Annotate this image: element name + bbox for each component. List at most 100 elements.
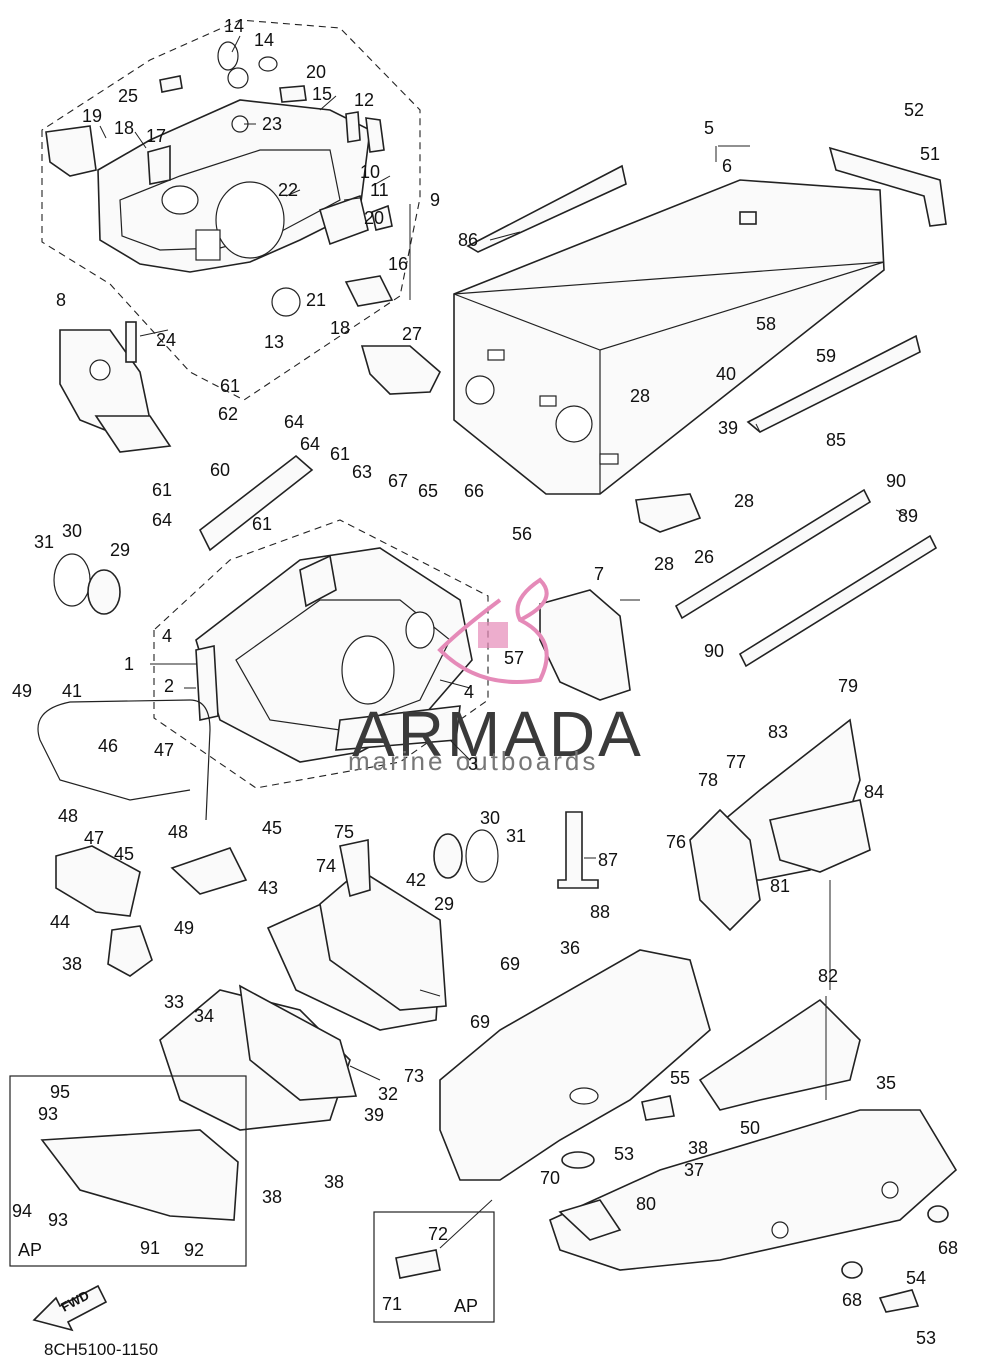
- callout-24: 24: [156, 330, 176, 350]
- callout-72: 72: [428, 1224, 448, 1244]
- callout-47: 47: [84, 828, 104, 848]
- callout-28: 28: [734, 491, 754, 511]
- callout-9: 9: [430, 190, 440, 210]
- callout-57: 57: [504, 648, 524, 668]
- strip-85-part: [746, 334, 921, 433]
- bracket-55-part: [641, 1095, 675, 1121]
- bracket-71-part: [395, 1249, 441, 1279]
- callout-6: 6: [722, 156, 732, 176]
- callout-88: 88: [590, 902, 610, 922]
- callout-32: 32: [378, 1084, 398, 1104]
- callout-84: 84: [864, 782, 884, 802]
- callout-38: 38: [324, 1172, 344, 1192]
- callout-3: 3: [468, 754, 478, 774]
- panel-91-part: [40, 1129, 239, 1221]
- callout-14: 14: [224, 16, 244, 36]
- callout-69: 69: [500, 954, 520, 974]
- callout-69: 69: [470, 1012, 490, 1032]
- callout-61: 61: [252, 514, 272, 534]
- callout-87: 87: [598, 850, 618, 870]
- leader-lines: [99, 35, 907, 1249]
- callout-20: 20: [364, 208, 384, 228]
- watermark-swirl-icon: [437, 577, 549, 684]
- callout-63: 63: [352, 462, 372, 482]
- cover-76-84-part: [689, 718, 871, 932]
- callout-70: 70: [540, 1168, 560, 1188]
- panel-73-75-part: [266, 839, 447, 1031]
- callout-23: 23: [262, 114, 282, 134]
- bracket-54-part: [878, 1289, 920, 1313]
- callout-64: 64: [300, 434, 320, 454]
- callout-29: 29: [110, 540, 130, 560]
- callout-52: 52: [904, 100, 924, 120]
- callout-12: 12: [354, 90, 374, 110]
- watermark: ARMADA marine outboards: [348, 577, 644, 776]
- drawing-code: 8CH5100-1150: [44, 1340, 158, 1359]
- callout-18: 18: [330, 318, 350, 338]
- callout-21: 21: [306, 290, 326, 310]
- callout-7: 7: [594, 564, 604, 584]
- watermark-block-icon: [478, 622, 508, 648]
- callout-5: 5: [704, 118, 714, 138]
- callout-39: 39: [364, 1105, 384, 1125]
- callout-48: 48: [58, 806, 78, 826]
- callout-42: 42: [406, 870, 426, 890]
- callout-65: 65: [418, 481, 438, 501]
- callout-4: 4: [162, 626, 172, 646]
- callout-4: 4: [464, 682, 474, 702]
- callout-43: 43: [258, 878, 278, 898]
- callout-2: 2: [164, 676, 174, 696]
- hole-70: [569, 1087, 599, 1105]
- bracket-51-part: [828, 146, 947, 227]
- callout-16: 16: [388, 254, 408, 274]
- bracket-27-part: [360, 345, 441, 395]
- callout-31: 31: [506, 826, 526, 846]
- gasket-29-30-part: [53, 553, 499, 883]
- callout-38: 38: [688, 1138, 708, 1158]
- callout-31: 31: [34, 532, 54, 552]
- callout-40: 40: [716, 364, 736, 384]
- callout-45: 45: [114, 844, 134, 864]
- callout-73: 73: [404, 1066, 424, 1086]
- callout-54: 54: [906, 1268, 926, 1288]
- brace-60-part: [198, 454, 314, 552]
- panel-82-35-part: [549, 998, 958, 1279]
- callout-90: 90: [704, 641, 724, 661]
- callout-61: 61: [152, 480, 172, 500]
- callout-71: 71: [382, 1294, 402, 1314]
- callout-33: 33: [164, 992, 184, 1012]
- callout-36: 36: [560, 938, 580, 958]
- callout-94: 94: [12, 1201, 32, 1221]
- callout-22: 22: [278, 180, 298, 200]
- callout-76: 76: [666, 832, 686, 852]
- callout-58: 58: [756, 314, 776, 334]
- callout-60: 60: [210, 460, 230, 480]
- callout-17: 17: [146, 126, 166, 146]
- main-frame-part: [195, 547, 473, 763]
- callout-55: 55: [670, 1068, 690, 1088]
- callout-95: 95: [50, 1082, 70, 1102]
- watermark-brand: ARMADA: [352, 698, 644, 770]
- callout-59: 59: [816, 346, 836, 366]
- callout-78: 78: [698, 770, 718, 790]
- callout-35: 35: [876, 1073, 896, 1093]
- callout-30: 30: [62, 521, 82, 541]
- bracket-87-part: [557, 811, 599, 889]
- callout-44: 44: [50, 912, 70, 932]
- callout-28: 28: [630, 386, 650, 406]
- callout-81: 81: [770, 876, 790, 896]
- callout-82: 82: [818, 966, 838, 986]
- part-80: [558, 1199, 622, 1241]
- watermark-tagline: marine outboards: [348, 746, 598, 776]
- callout-61: 61: [220, 376, 240, 396]
- tunnel-part: [453, 179, 885, 495]
- callout-90: 90: [886, 471, 906, 491]
- subassembly-boundary-9: [41, 19, 421, 401]
- callout-48: 48: [168, 822, 188, 842]
- callout-92: 92: [184, 1240, 204, 1260]
- callout-68: 68: [842, 1290, 862, 1310]
- callout-38: 38: [62, 954, 82, 974]
- callout-66: 66: [464, 481, 484, 501]
- callout-80: 80: [636, 1194, 656, 1214]
